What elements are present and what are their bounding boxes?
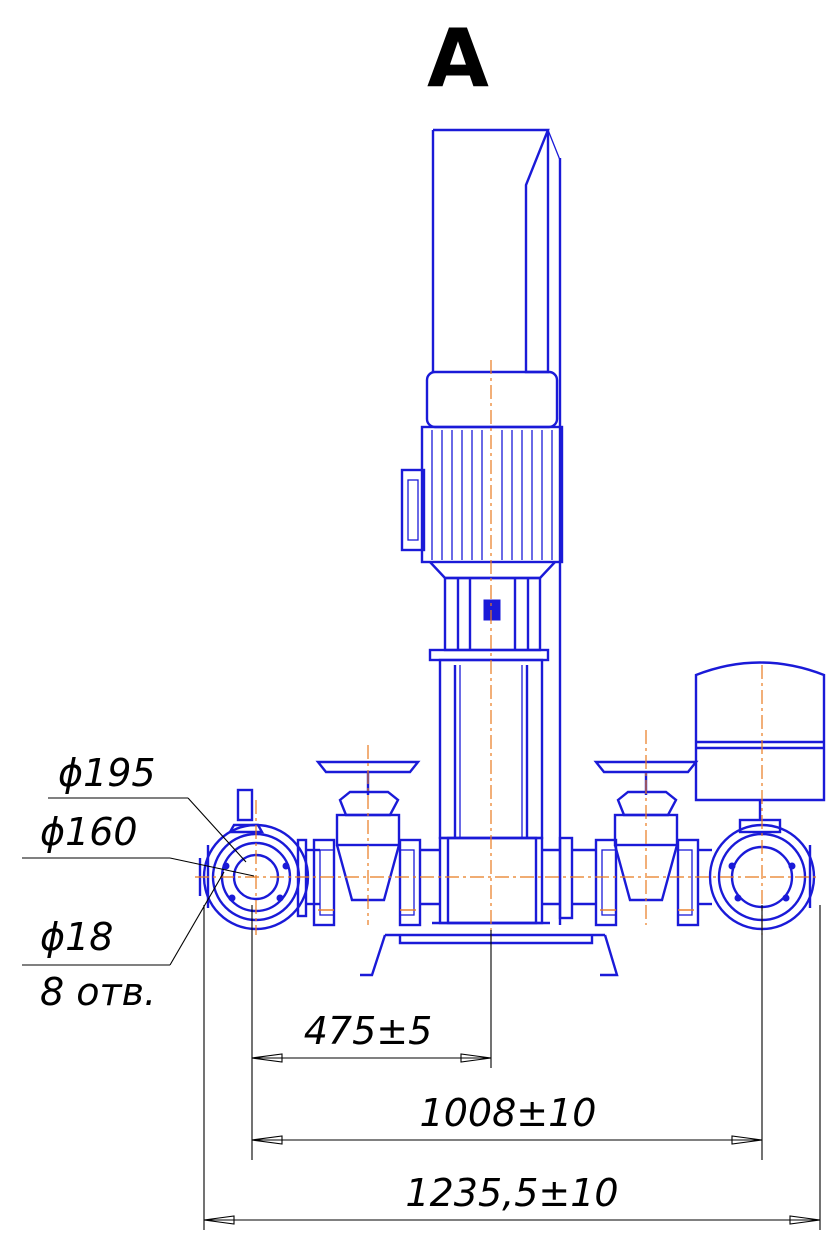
base-frame	[360, 921, 619, 977]
callout-outer-diameter: ϕ195	[58, 751, 156, 795]
flange-callout-leaders	[22, 797, 255, 966]
left-flange	[198, 788, 320, 931]
motor-cover	[431, 128, 562, 925]
electric-motor	[400, 370, 564, 580]
dim-pump-offset: 475±5	[304, 1009, 433, 1053]
callout-hole-diameter: ϕ18	[40, 915, 113, 959]
view-title: A	[427, 12, 489, 105]
motor-fins	[431, 430, 553, 560]
right-gate-valve	[593, 760, 712, 927]
dimension-lines	[203, 905, 821, 1230]
coupling-lantern	[428, 576, 550, 662]
callout-hole-count: 8 отв.	[40, 970, 156, 1014]
expansion-tank	[694, 661, 826, 834]
dim-flange-centers: 1008±10	[420, 1091, 597, 1135]
callout-bolt-circle: ϕ160	[40, 810, 138, 854]
discharge-pipe	[542, 836, 596, 920]
left-gate-valve	[312, 760, 440, 927]
centerlines	[195, 360, 820, 940]
dim-overall-length: 1235,5±10	[405, 1171, 618, 1215]
